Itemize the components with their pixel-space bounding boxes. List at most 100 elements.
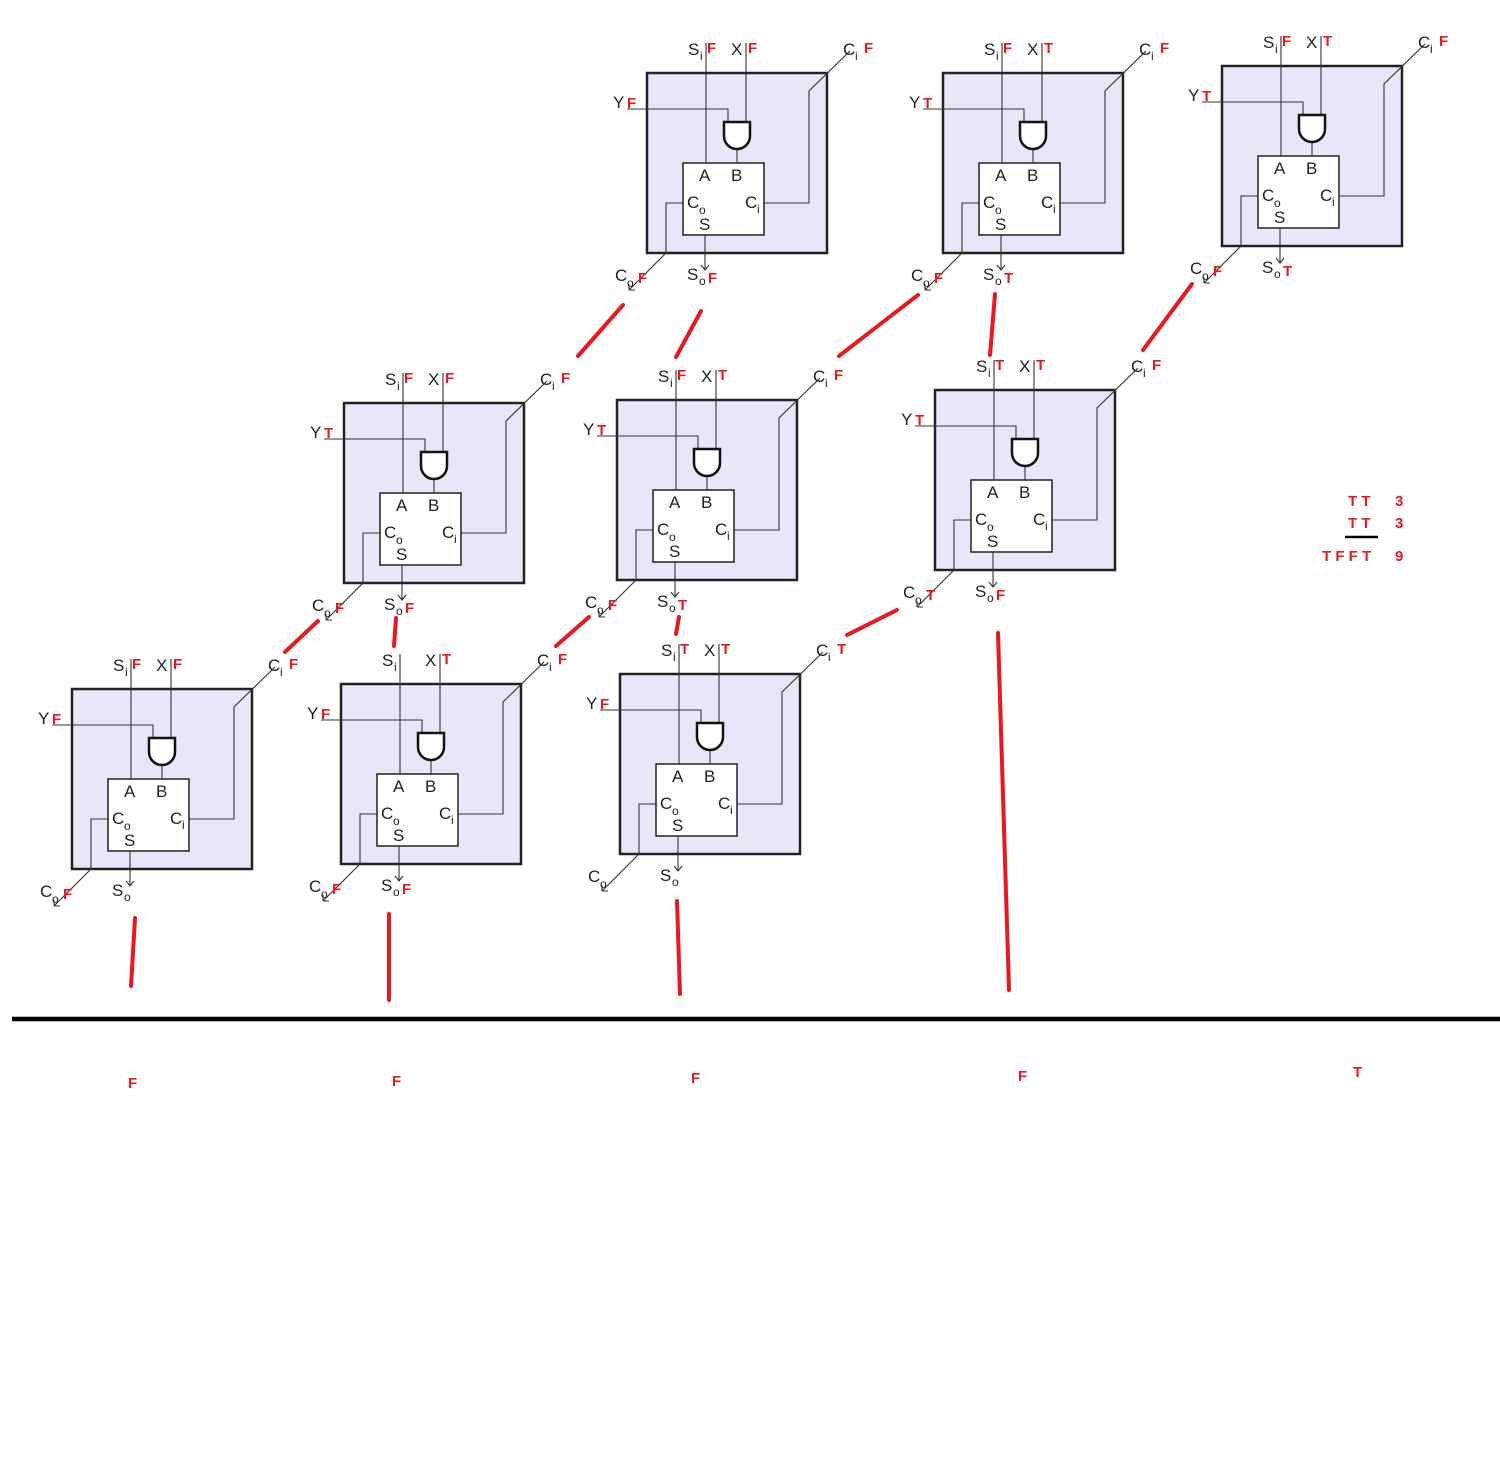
- result-bit: F: [1018, 1068, 1027, 1085]
- port-s-label: S: [124, 831, 135, 850]
- sum-out-label: S: [657, 592, 668, 611]
- port-s-label: S: [987, 532, 998, 551]
- result-bit: F: [392, 1073, 401, 1090]
- port-s-label: S: [396, 545, 407, 564]
- carry-out-arrow: [325, 614, 332, 621]
- carry-in-value: F: [561, 370, 570, 387]
- port-co-sub: o: [995, 203, 1002, 217]
- sum-out-sub: o: [393, 885, 400, 899]
- connector-line: [674, 615, 681, 636]
- port-a-label: A: [995, 166, 1007, 185]
- port-co-label: C: [975, 510, 987, 529]
- carry-in-wire: [189, 666, 276, 820]
- y-wire: [324, 438, 426, 451]
- sum-out-label: S: [687, 265, 698, 284]
- and-gate: [147, 736, 177, 767]
- carry-out-wire: [924, 202, 979, 291]
- port-co-sub: o: [124, 819, 131, 833]
- port-ci-label: C: [1320, 186, 1332, 205]
- y-wire: [923, 108, 1025, 121]
- port-a-label: A: [672, 767, 684, 786]
- x-value: T: [1036, 357, 1045, 374]
- sum-in-value: F: [677, 367, 686, 384]
- y-wire: [321, 719, 423, 732]
- carry-in-wire: [764, 50, 851, 204]
- sum-in-value: T: [680, 641, 689, 658]
- port-s-label: S: [699, 215, 710, 234]
- port-s-label: S: [393, 826, 404, 845]
- sum-in-value: F: [132, 656, 141, 673]
- carry-in-wire: [1339, 43, 1426, 197]
- carry-in-wire: [737, 651, 824, 805]
- result-bit: F: [128, 1075, 137, 1092]
- x-value: F: [173, 656, 182, 673]
- carry-out-label: C: [309, 877, 321, 896]
- carry-out-sub: o: [923, 276, 930, 290]
- x-label: X: [1019, 357, 1030, 376]
- carry-in-label: C: [1139, 40, 1151, 59]
- carry-out-wire: [598, 529, 653, 618]
- carry-out-arrow: [628, 284, 635, 291]
- x-value: T: [442, 651, 451, 668]
- y-wire: [1202, 101, 1304, 114]
- y-wire: [52, 724, 154, 737]
- y-value: T: [923, 95, 932, 112]
- sum-out-sub: o: [396, 604, 403, 618]
- port-co-sub: o: [396, 533, 403, 547]
- sum-out-arrow: [125, 880, 135, 887]
- port-a-label: A: [393, 777, 405, 796]
- x-value: F: [748, 40, 757, 57]
- port-s-label: S: [669, 542, 680, 561]
- carry-out-value: F: [63, 886, 72, 903]
- sum-out-value: T: [678, 597, 687, 614]
- y-wire: [597, 435, 699, 448]
- carry-out-sub: o: [321, 887, 328, 901]
- sum-in-sub: i: [988, 366, 991, 380]
- y-label: Y: [901, 410, 912, 429]
- carry-in-sub: i: [855, 49, 858, 63]
- port-b-label: B: [701, 493, 712, 512]
- carry-out-arrow: [322, 895, 329, 902]
- y-value: T: [1202, 88, 1211, 105]
- carry-out-sub: o: [52, 892, 59, 906]
- port-co-sub: o: [699, 203, 706, 217]
- sum-out-label: S: [112, 881, 123, 900]
- carry-in-value: F: [1152, 357, 1161, 374]
- carry-in-sub: i: [549, 660, 552, 674]
- carry-out-label: C: [40, 882, 52, 901]
- carry-out-label: C: [585, 593, 597, 612]
- sum-out-value: F: [402, 881, 411, 898]
- sum-out-label: S: [1262, 258, 1273, 277]
- carry-in-sub: i: [1143, 366, 1146, 380]
- carry-in-value: F: [289, 656, 298, 673]
- carry-in-label: C: [1131, 357, 1143, 376]
- sum-in-label: S: [382, 651, 393, 670]
- result-row: F F F F T: [128, 1064, 1362, 1092]
- connector-line: [129, 916, 137, 988]
- x-value: T: [1323, 33, 1332, 50]
- y-label: Y: [38, 709, 49, 728]
- carry-out-value: F: [934, 270, 943, 287]
- sum-in-value: F: [1282, 33, 1291, 50]
- x-value: T: [721, 641, 730, 658]
- carry-out-sub: o: [915, 593, 922, 607]
- carry-out-sub: o: [597, 603, 604, 617]
- carry-out-wire: [1203, 195, 1258, 284]
- port-co-label: C: [1262, 186, 1274, 205]
- carry-out-arrow: [601, 885, 608, 892]
- carry-in-value: F: [1439, 33, 1448, 50]
- carry-out-label: C: [911, 266, 923, 285]
- connector-line: [845, 608, 899, 637]
- carry-out-label: C: [312, 596, 324, 615]
- port-co-label: C: [112, 809, 124, 828]
- x-value: T: [718, 367, 727, 384]
- x-label: X: [1306, 33, 1317, 52]
- sum-out-value: F: [708, 270, 717, 287]
- and-gate: [692, 447, 722, 478]
- sum-in-label: S: [658, 367, 669, 386]
- port-ci-label: C: [170, 809, 182, 828]
- port-a-label: A: [124, 782, 136, 801]
